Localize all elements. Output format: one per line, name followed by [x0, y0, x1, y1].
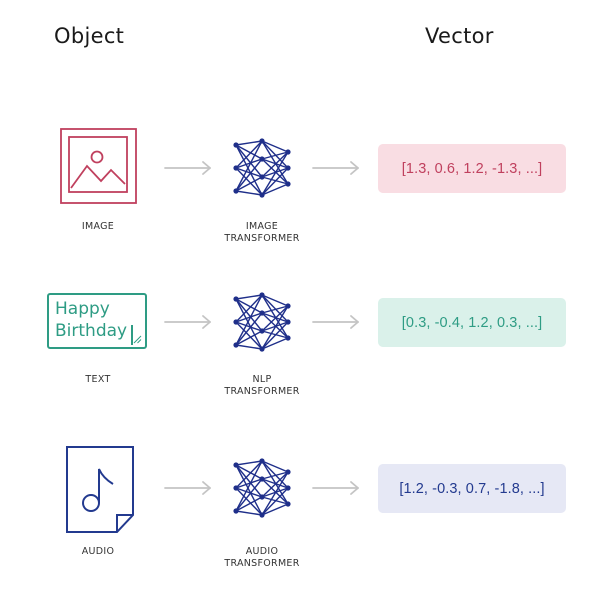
audio-file-icon — [66, 446, 134, 533]
transformer-label-line2: TRANSFORMER — [224, 386, 300, 397]
arrow-right-icon — [312, 161, 359, 175]
text-sample-line-1: Happy — [55, 299, 110, 319]
arrow-right-icon — [164, 481, 211, 495]
text-box-icon: Happy Birthday — [47, 293, 147, 349]
object-header: Object — [54, 24, 125, 48]
vector-box-text: [0.3, -0.4, 1.2, 0.3, ...] — [378, 298, 566, 347]
text-caret — [131, 325, 133, 345]
transformer-label-line1: AUDIO — [245, 546, 279, 557]
vector-box-audio: [1.2, -0.3, 0.7, -1.8, ...] — [378, 464, 566, 513]
object-label-image: IMAGE — [81, 221, 115, 232]
transformer-label-line1: NLP — [252, 374, 272, 385]
object-label-text: TEXT — [85, 374, 111, 385]
neural-network-icon — [233, 292, 291, 352]
text-sample-line-2: Birthday — [55, 321, 128, 341]
image-icon — [60, 128, 137, 204]
arrow-right-icon — [312, 315, 359, 329]
transformer-label-image: IMAGE TRANSFORMER — [210, 221, 314, 245]
arrow-right-icon — [164, 161, 211, 175]
vector-header: Vector — [425, 24, 494, 48]
resize-grip-icon — [133, 335, 142, 344]
transformer-label-nlp: NLP TRANSFORMER — [210, 374, 314, 398]
transformer-label-line2: TRANSFORMER — [224, 233, 300, 244]
vector-box-image: [1.3, 0.6, 1.2, -1.3, ...] — [378, 144, 566, 193]
arrow-right-icon — [164, 315, 211, 329]
transformer-label-audio: AUDIO TRANSFORMER — [210, 546, 314, 570]
neural-network-icon — [233, 138, 291, 198]
transformer-label-line2: TRANSFORMER — [224, 558, 300, 569]
object-label-audio: AUDIO — [81, 546, 115, 557]
neural-network-icon — [233, 458, 291, 518]
arrow-right-icon — [312, 481, 359, 495]
transformer-label-line1: IMAGE — [245, 221, 279, 232]
